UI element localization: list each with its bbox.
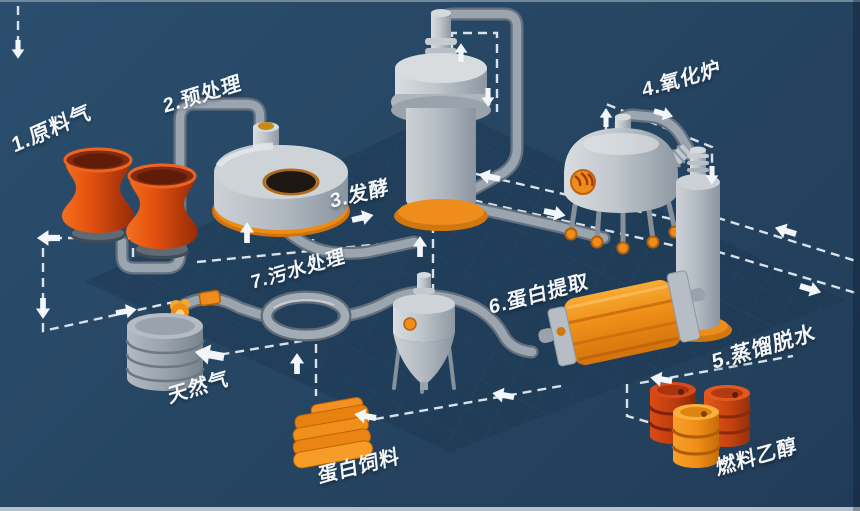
pipe-coupling-icon [198,289,221,307]
hopper-clarifier-icon [392,272,456,394]
fuel-barrels-icon [648,382,752,468]
flow-arrow-icon [599,108,613,127]
flow-arrow-icon [772,220,799,242]
flame-badge-icon [570,169,596,195]
flow-arrow-icon [11,40,25,59]
feed-bags-icon [292,397,374,469]
flow-arrow-icon [36,230,60,246]
fermentation-tower-icon [391,9,491,231]
gas-storage-tank-icon [125,299,205,391]
flow-arrow-icon [114,302,138,321]
flow-arrow-icon [35,298,51,319]
frame-bottom-edge [0,507,860,511]
cooling-tower-icon [62,147,198,259]
wastewater-ring-icon [260,290,352,342]
protein-extractor-icon [538,270,706,367]
pretreatment-tank-icon [212,122,350,237]
frame-right-shade [853,0,860,511]
frame-top-edge [0,0,860,2]
